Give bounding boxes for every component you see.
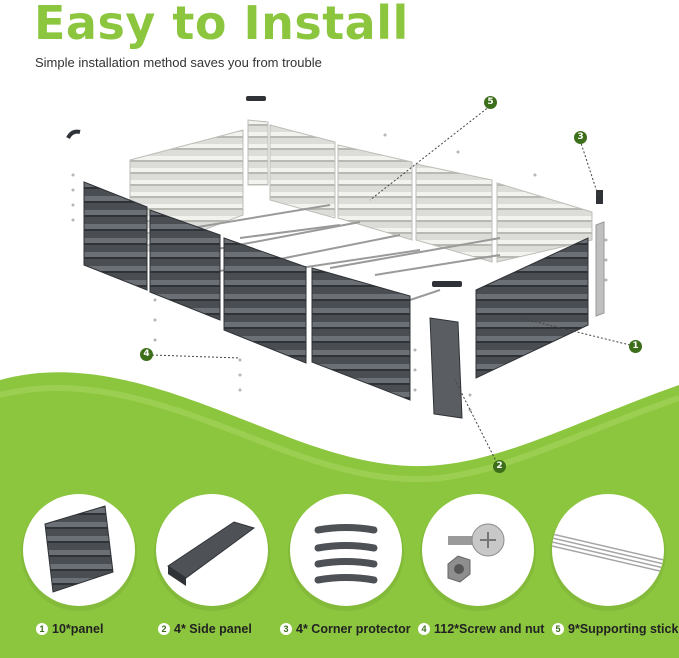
callout-2: 2 (493, 460, 506, 473)
page-title: Easy to Install (34, 0, 409, 50)
side-panel-part (429, 317, 463, 419)
screw-nut-icon (422, 494, 534, 606)
callout-4: 4 (140, 348, 153, 361)
callout-3: 3 (574, 131, 587, 144)
corner-protector-part (432, 281, 462, 287)
page-subtitle: Simple installation method saves you fro… (35, 55, 322, 70)
corner-protector-icon (290, 494, 402, 606)
panel-icon (23, 494, 135, 606)
back-panels (129, 119, 593, 263)
supporting-stick-icon (552, 494, 664, 606)
side-panel-icon (156, 494, 268, 606)
callout-5: 5 (484, 96, 497, 109)
callout-1: 1 (629, 340, 642, 353)
front-panels (83, 181, 605, 401)
